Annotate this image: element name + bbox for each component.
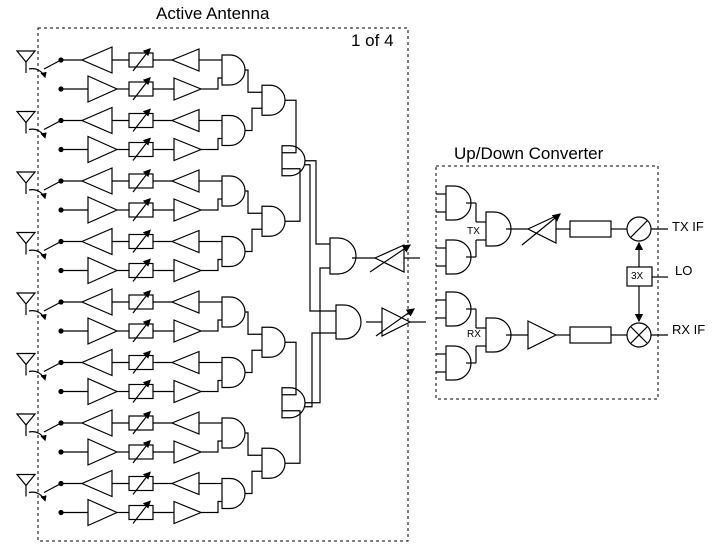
tx-filter — [569, 220, 612, 238]
low-noise-amplifier-icon — [87, 498, 119, 527]
rx-input-amp — [366, 307, 426, 337]
power-amplifier-icon — [80, 409, 113, 437]
antenna-element-8 — [15, 469, 215, 527]
converter-boundary — [435, 165, 659, 400]
driver-amp-icon — [170, 48, 200, 72]
antenna-icon — [15, 50, 37, 63]
driver-amp-icon — [170, 411, 200, 435]
tx-if-port-label: TX IF — [672, 219, 704, 234]
element-combiner — [221, 417, 246, 449]
antenna-icon — [15, 231, 37, 245]
active-antenna-boundary — [37, 27, 409, 542]
low-noise-amplifier-icon — [87, 438, 119, 466]
driver-amp-icon — [170, 169, 200, 193]
antenna-icon — [15, 473, 37, 487]
rx-path-label: RX — [467, 329, 481, 340]
quadrant-combiner — [281, 387, 306, 419]
low-noise-amplifier-icon — [87, 377, 119, 406]
tx-mixer — [626, 216, 652, 242]
element-combiner — [221, 356, 246, 389]
rx-final-combiner — [335, 304, 362, 340]
driver-amp-icon — [170, 471, 200, 496]
subarray-combiner — [261, 84, 286, 116]
power-amplifier-icon — [80, 469, 113, 498]
element-combiner — [221, 175, 246, 207]
element-combiner — [221, 114, 246, 147]
gain-stage-icon — [173, 379, 203, 404]
gain-stage-icon — [173, 77, 203, 101]
tx-output-amp — [352, 244, 420, 273]
antenna-element-4 — [15, 227, 215, 285]
driver-amp-icon — [170, 108, 200, 133]
converter-tx-combiners — [436, 185, 528, 275]
low-noise-amplifier-icon — [87, 196, 119, 224]
antenna-icon — [15, 171, 37, 184]
power-amplifier-icon — [80, 46, 113, 74]
gain-stage-icon — [173, 258, 203, 283]
low-noise-amplifier-icon — [87, 256, 119, 285]
antenna-element-3 — [15, 167, 215, 224]
gain-stage-icon — [173, 137, 203, 162]
power-amplifier-icon — [80, 288, 113, 316]
gain-stage-icon — [173, 440, 203, 464]
low-noise-amplifier-icon — [87, 75, 119, 103]
driver-amp-icon — [170, 290, 200, 314]
rx-filter — [569, 326, 612, 344]
antenna-icon — [15, 413, 37, 426]
subarray-combiner — [261, 326, 286, 358]
element-combiner — [221, 54, 246, 86]
subarray-combiner — [261, 205, 286, 237]
antenna-element-1 — [15, 46, 215, 103]
driver-amp-icon — [170, 229, 200, 254]
multiplier-label: 3X — [631, 271, 644, 282]
array-index-label: 1 of 4 — [351, 31, 394, 50]
gain-stage-icon — [173, 319, 203, 343]
power-amplifier-icon — [80, 348, 113, 377]
power-amplifier-icon — [80, 106, 113, 135]
power-amplifier-icon — [80, 167, 113, 195]
rx-if-port-label: RX IF — [672, 322, 706, 337]
tx-final-combiner — [329, 237, 357, 275]
antenna-icon — [15, 292, 37, 305]
combiner-network — [215, 54, 362, 514]
converter-tx-amp — [521, 213, 570, 246]
lo-port-label: LO — [675, 263, 693, 278]
quadrant-combiner — [281, 145, 306, 177]
element-combiner — [221, 477, 246, 510]
antenna-icon — [15, 110, 37, 124]
antenna-element-chains — [15, 46, 215, 527]
converter-rx-combiners — [436, 291, 528, 381]
active-antenna-title: Active Antenna — [156, 4, 270, 23]
tx-path-label: TX — [467, 226, 480, 237]
element-combiner — [221, 296, 246, 328]
converter-title: Up/Down Converter — [454, 144, 604, 163]
element-combiner — [221, 235, 246, 268]
rx-mixer — [626, 322, 652, 348]
antenna-element-2 — [15, 106, 215, 164]
subarray-combiner — [261, 447, 286, 479]
converter-rx-amp — [527, 320, 570, 350]
gain-stage-icon — [173, 198, 203, 222]
driver-amp-icon — [170, 350, 200, 375]
power-amplifier-icon — [80, 227, 113, 256]
low-noise-amplifier-icon — [87, 135, 119, 164]
gain-stage-icon — [173, 500, 203, 525]
antenna-icon — [15, 352, 37, 366]
low-noise-amplifier-icon — [87, 317, 119, 345]
antenna-element-7 — [15, 409, 215, 466]
antenna-element-5 — [15, 288, 215, 345]
antenna-element-6 — [15, 348, 215, 406]
